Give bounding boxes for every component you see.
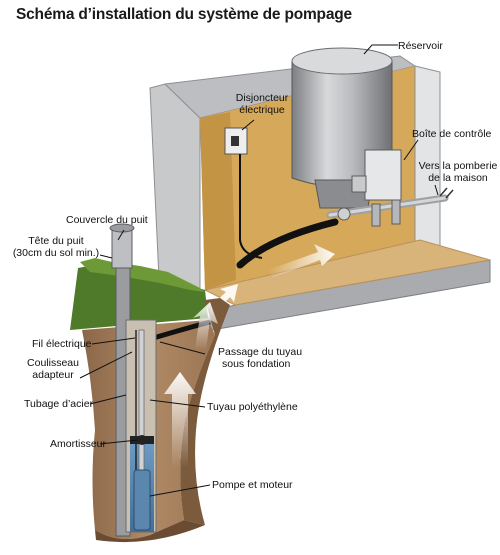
flow-arrows-well — [164, 302, 218, 468]
circuit-breaker-box — [224, 127, 263, 259]
label-reservoir: Réservoir — [398, 40, 443, 52]
diagram-title: Schéma d’installation du système de pomp… — [16, 6, 352, 23]
well-casing — [115, 251, 157, 537]
house-plumbing-pipe — [326, 187, 454, 227]
label-electrical-wire: Fil électrique — [32, 338, 92, 350]
label-pipe-passage: Passage du tuyau sous fondation — [218, 346, 303, 370]
label-well-cover: Couvercle du puit — [66, 214, 148, 226]
leader-lines — [79, 44, 439, 497]
well-head — [109, 223, 135, 269]
label-pump-motor: Pompe et moteur — [212, 479, 293, 491]
label-well-head: Tête du puit (30cm du sol min.) — [12, 235, 100, 259]
label-house-plumbing: Vers la pomberie de la maison — [418, 160, 498, 184]
label-polyethylene-pipe: Tuyau polyéthylène — [207, 401, 298, 413]
label-steel-casing: Tubage d’acier — [24, 398, 94, 410]
polyethylene-pipe-house — [236, 218, 339, 269]
label-pitless-adapter: Coulisseau adapteur — [27, 357, 79, 381]
label-torque-arrestor: Amortisseur — [50, 438, 107, 450]
control-box — [351, 149, 402, 201]
label-circuit-breaker: Disjoncteur électrique — [235, 92, 289, 116]
label-control-box: Boîte de contrôle — [412, 128, 492, 140]
